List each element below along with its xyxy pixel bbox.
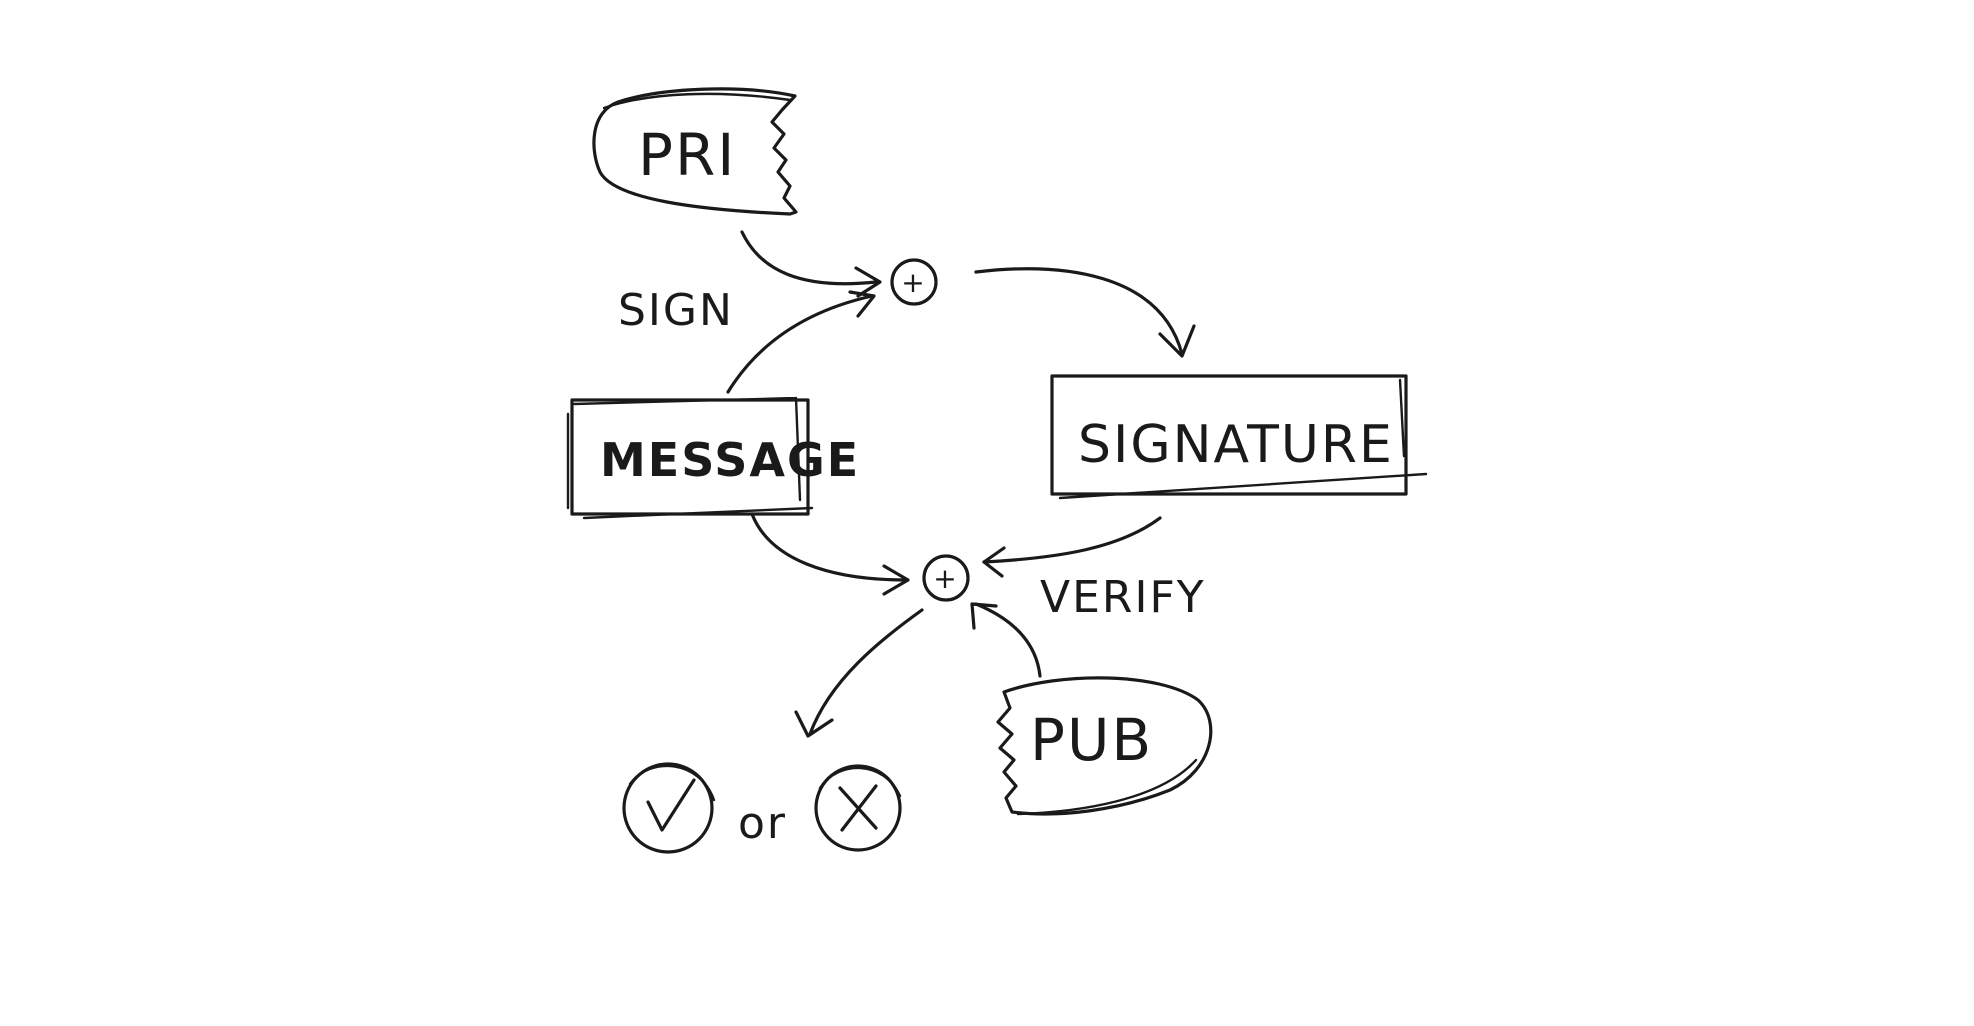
message-label: MESSAGE xyxy=(600,433,860,487)
message-node: MESSAGE xyxy=(566,396,860,520)
verify-operation-node: + xyxy=(922,554,970,602)
sign-operation-symbol: + xyxy=(901,266,926,299)
result-valid-node xyxy=(622,762,716,854)
public-key-shape-echo xyxy=(1016,758,1198,816)
signature-node: SIGNATURE xyxy=(1050,374,1428,500)
result-valid-circle-echo xyxy=(628,764,716,802)
result-invalid-node xyxy=(814,764,902,852)
sign-operation-node: + xyxy=(890,258,938,306)
or-label: or xyxy=(738,798,787,849)
arrow-message-to-verify xyxy=(750,512,908,582)
arrow-message-to-sign xyxy=(726,294,874,394)
arrow-verify-to-result-head xyxy=(794,710,834,738)
arrow-public-key-to-verify-head xyxy=(970,602,998,630)
sign-label: SIGN xyxy=(618,285,734,336)
private-key-label: PRI xyxy=(638,121,736,189)
result-valid-circle xyxy=(622,762,714,854)
verify-operation-circle xyxy=(922,554,970,602)
cross-icon xyxy=(838,784,878,832)
signature-box-echo xyxy=(1058,378,1428,500)
arrow-signature-to-verify xyxy=(982,516,1162,564)
public-key-label: PUB xyxy=(1030,706,1153,774)
arrow-private-key-to-sign xyxy=(740,230,878,286)
arrow-sign-to-signature xyxy=(974,267,1184,356)
verify-label: VERIFY xyxy=(1040,572,1206,623)
arrow-message-to-verify-head xyxy=(882,564,910,596)
sign-operation-circle xyxy=(890,258,938,306)
arrow-verify-to-result xyxy=(808,608,924,736)
public-key-shape xyxy=(996,676,1213,816)
signature-box xyxy=(1050,374,1408,496)
private-key-shape-echo xyxy=(602,92,792,110)
arrow-private-key-to-sign-head xyxy=(854,266,882,298)
private-key-node: PRI xyxy=(592,87,798,216)
arrow-signature-to-verify-head xyxy=(982,546,1006,578)
arrow-sign-to-signature-head xyxy=(1158,324,1196,358)
public-key-node: PUB xyxy=(996,676,1213,816)
arrow-message-to-sign-head xyxy=(848,290,876,318)
verify-operation-symbol: + xyxy=(933,562,958,595)
arrow-public-key-to-verify xyxy=(974,602,1042,678)
message-box-echo xyxy=(566,396,814,520)
private-key-shape xyxy=(592,87,798,216)
result-invalid-circle-echo xyxy=(818,766,902,798)
check-icon xyxy=(646,778,696,832)
result-invalid-circle xyxy=(814,764,902,852)
signature-label: SIGNATURE xyxy=(1078,415,1394,475)
